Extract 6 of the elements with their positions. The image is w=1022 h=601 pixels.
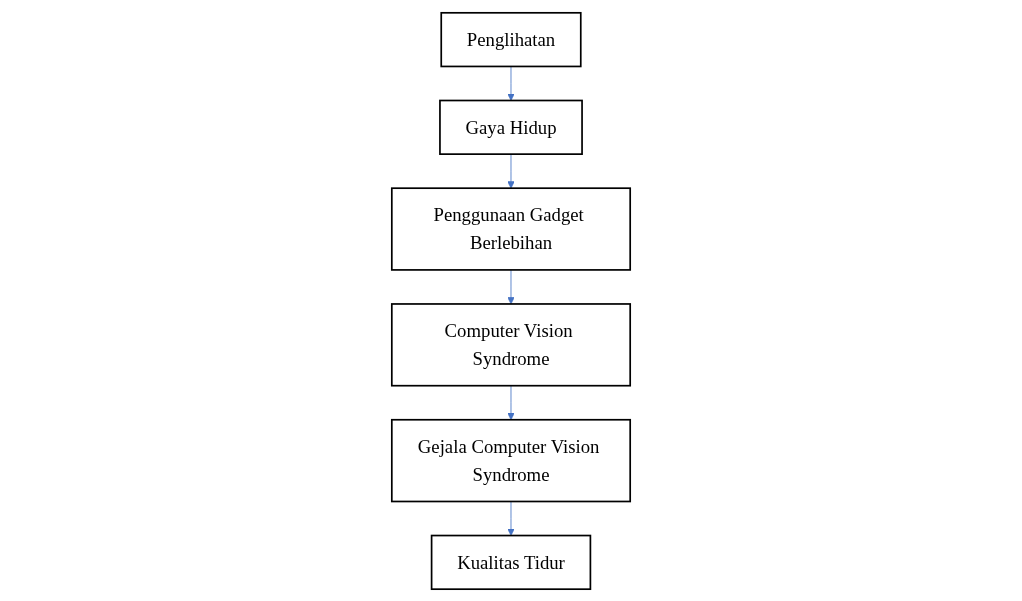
node-box: Kualitas Tidur — [430, 534, 592, 590]
node-box: Gejala Computer Vision Syndrome — [390, 418, 632, 502]
node-box: Gaya Hidup — [439, 99, 583, 155]
node-box: Penglihatan — [440, 11, 582, 67]
node-box: Penggunaan Gadget Berlebihan — [390, 186, 632, 271]
node-box: Computer Vision Syndrome — [390, 302, 632, 387]
